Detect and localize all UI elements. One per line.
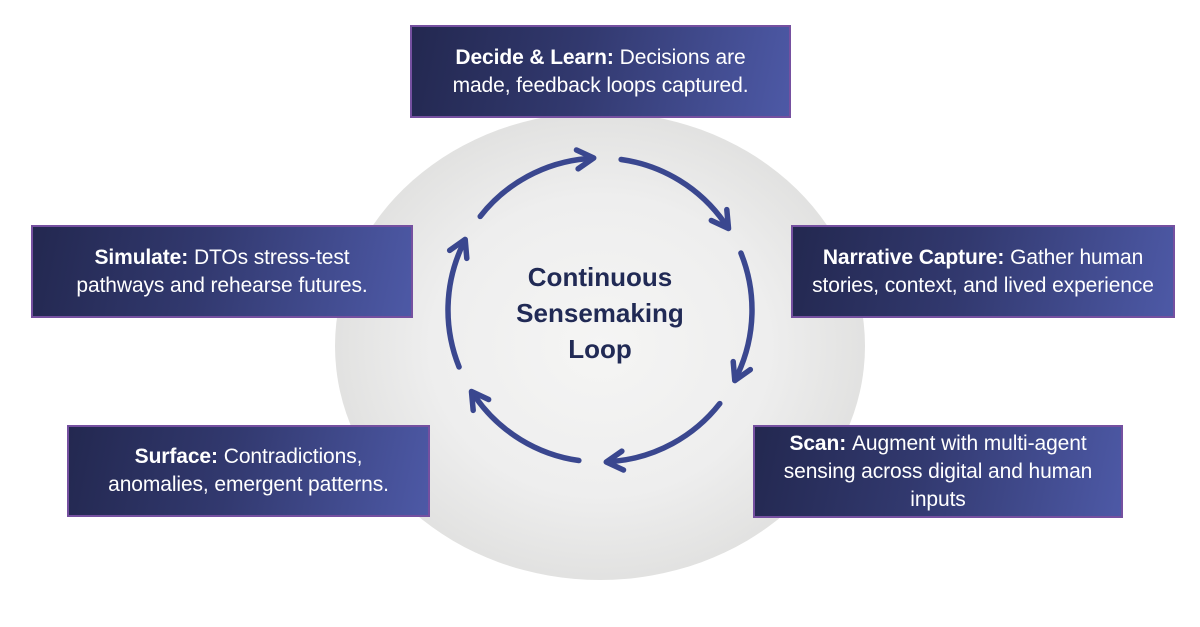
- callout-scan: Scan:Augment with multi-agent sensing ac…: [753, 425, 1123, 518]
- callout-body: Contradictions, anomalies, emergent patt…: [108, 445, 389, 496]
- loop-arrowhead-icon: [573, 147, 597, 172]
- callout-lead: Decide & Learn:: [455, 45, 614, 69]
- loop-arrow-segment: [445, 243, 465, 370]
- callout-decide-learn: Decide & Learn:Decisions are made, feedb…: [410, 25, 791, 118]
- loop-arrow-segment: [610, 400, 723, 465]
- callout-surface-text: Surface:Contradictions, anomalies, emerg…: [85, 443, 412, 499]
- loop-arrowhead-icon: [730, 358, 754, 384]
- callout-surface: Surface:Contradictions, anomalies, emerg…: [67, 425, 430, 517]
- loop-arrowhead-icon: [603, 448, 627, 473]
- loop-arrowhead-icon: [468, 388, 492, 414]
- loop-arrow-segment: [477, 155, 590, 220]
- callout-body: DTOs stress-test pathways and rehearse f…: [76, 245, 368, 297]
- loop-arrowhead-icon: [446, 236, 470, 262]
- callout-lead: Narrative Capture:: [822, 245, 1005, 269]
- callout-simulate: Simulate:DTOs stress-test pathways and r…: [31, 225, 413, 318]
- callout-narrative-capture: Narrative Capture:Gather human stories, …: [791, 225, 1175, 318]
- loop-arrow-segment: [472, 394, 582, 464]
- callout-body: Augment with multi-agent sensing across …: [783, 431, 1093, 511]
- loop-title: Continuous Sensemaking Loop: [516, 262, 684, 364]
- callout-lead: Simulate:: [94, 245, 189, 269]
- callout-lead: Surface:: [134, 445, 218, 468]
- loop-arrow-segment: [618, 156, 728, 226]
- loop-arrow-segment: [735, 250, 755, 377]
- callout-decide-learn-text: Decide & Learn:Decisions are made, feedb…: [428, 44, 773, 100]
- loop-arrowhead-icon: [708, 206, 732, 232]
- callout-lead: Scan:: [789, 431, 847, 455]
- callout-narrative-capture-text: Narrative Capture:Gather human stories, …: [809, 244, 1157, 300]
- callout-body: Decisions are made, feedback loops captu…: [452, 45, 749, 97]
- loop-arrows-icon: [445, 147, 755, 473]
- callout-scan-text: Scan:Augment with multi-agent sensing ac…: [771, 430, 1105, 514]
- callout-body: Gather human stories, context, and lived…: [812, 245, 1154, 297]
- callout-simulate-text: Simulate:DTOs stress-test pathways and r…: [49, 244, 395, 300]
